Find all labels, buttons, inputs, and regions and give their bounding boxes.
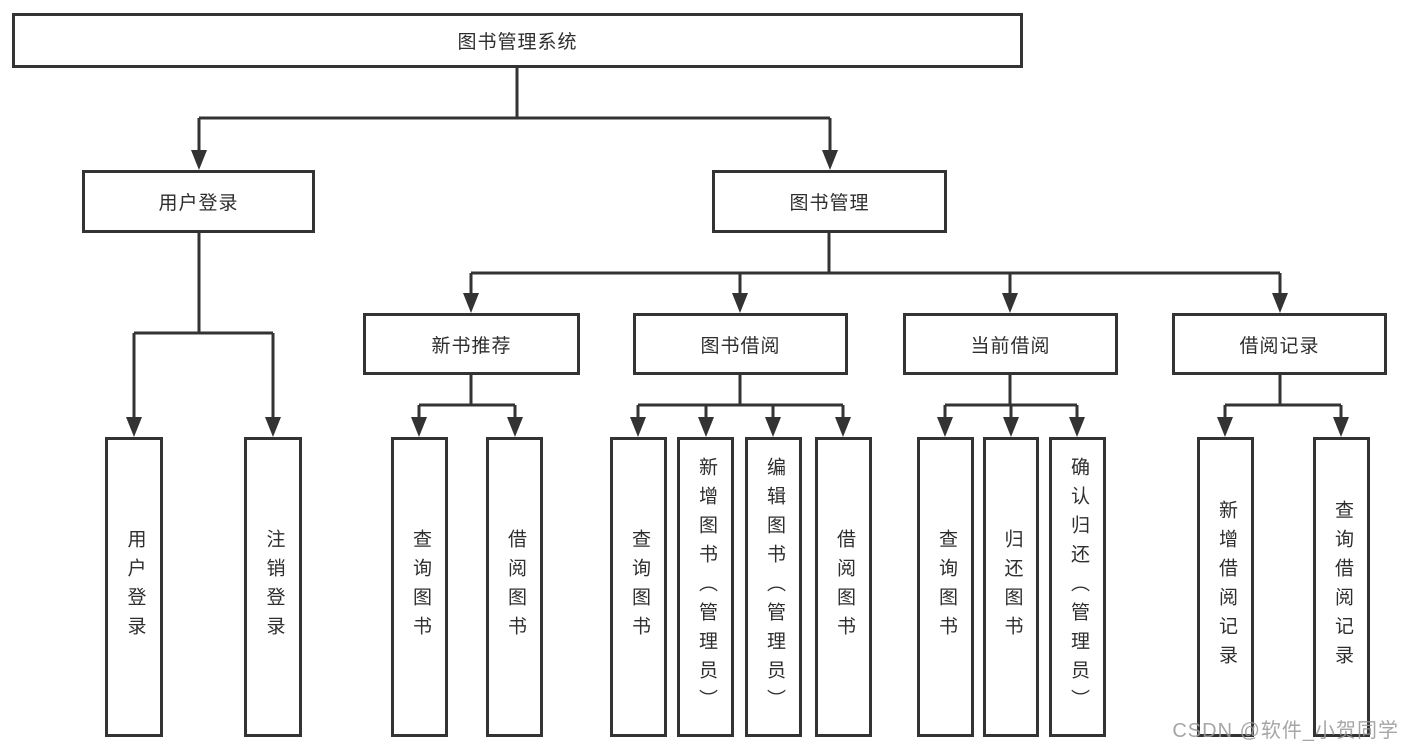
arrowhead-icon [411, 417, 427, 437]
node-current-borrow-label: 当前借阅 [970, 335, 1051, 357]
arrowhead-icon [822, 150, 838, 170]
leaf-newbook-query: 查询图书 [391, 437, 448, 737]
node-book-borrow: 图书借阅 [633, 313, 848, 375]
node-root: 图书管理系统 [12, 13, 1023, 68]
leaf-user-login-label: 用户登录 [124, 529, 146, 645]
arrowhead-icon [1003, 417, 1019, 437]
leaf-current-query-book: 查询图书 [917, 437, 974, 737]
arrowhead-icon [1272, 293, 1288, 313]
watermark: CSDN @软件_小贺同学 [1172, 720, 1399, 742]
arrowhead-icon [265, 417, 281, 437]
leaf-borrow-book: 借阅图书 [815, 437, 872, 737]
node-borrow-records-label: 借阅记录 [1239, 335, 1320, 357]
leaf-confirm-return-admin-label: 确认归还（管理员） [1067, 456, 1089, 718]
arrowhead-icon [630, 417, 646, 437]
arrowhead-icon [732, 293, 748, 313]
arrowhead-icon [1002, 293, 1018, 313]
leaf-newbook-borrow: 借阅图书 [486, 437, 543, 737]
connector-lines [132, 68, 1343, 420]
leaf-borrow-query-book-label: 查询图书 [628, 529, 650, 645]
node-book-management-label: 图书管理 [789, 193, 870, 214]
arrowhead-icon [126, 417, 142, 437]
node-new-book-recommend: 新书推荐 [363, 313, 580, 375]
arrowhead-icon [1217, 417, 1233, 437]
node-root-label: 图书管理系统 [457, 32, 578, 53]
leaf-logout-label: 注销登录 [263, 529, 285, 645]
leaf-add-book-admin-label: 新增图书（管理员） [695, 456, 717, 718]
leaf-return-book-label: 归还图书 [1001, 529, 1023, 645]
leaf-newbook-borrow-label: 借阅图书 [504, 529, 526, 645]
leaf-edit-book-admin: 编辑图书（管理员） [745, 437, 802, 737]
arrowhead-icon [507, 417, 523, 437]
leaf-add-book-admin: 新增图书（管理员） [677, 437, 734, 737]
leaf-query-borrow-record: 查询借阅记录 [1313, 437, 1370, 737]
leaf-borrow-book-label: 借阅图书 [833, 529, 855, 645]
arrowhead-icon [1069, 417, 1085, 437]
node-book-management: 图书管理 [712, 170, 947, 233]
arrowhead-icon [835, 417, 851, 437]
leaf-current-query-book-label: 查询图书 [935, 529, 957, 645]
node-book-borrow-label: 图书借阅 [700, 335, 781, 357]
leaf-edit-book-admin-label: 编辑图书（管理员） [763, 456, 785, 718]
arrowhead-icon [937, 417, 953, 437]
leaf-query-borrow-record-label: 查询借阅记录 [1331, 500, 1353, 674]
leaf-add-borrow-record-label: 新增借阅记录 [1215, 500, 1237, 674]
node-borrow-records: 借阅记录 [1172, 313, 1387, 375]
leaf-return-book: 归还图书 [983, 437, 1039, 737]
node-current-borrow: 当前借阅 [903, 313, 1118, 375]
node-user-login-label: 用户登录 [158, 193, 239, 214]
arrowhead-icon [765, 417, 781, 437]
arrowhead-icon [1333, 417, 1349, 437]
arrowhead-icon [191, 150, 207, 170]
leaf-user-login: 用户登录 [105, 437, 163, 737]
node-new-book-recommend-label: 新书推荐 [431, 335, 512, 357]
leaf-add-borrow-record: 新增借阅记录 [1197, 437, 1254, 737]
arrowhead-icon [698, 417, 714, 437]
arrowhead-icon [463, 293, 479, 313]
leaf-confirm-return-admin: 确认归还（管理员） [1049, 437, 1106, 737]
leaf-newbook-query-label: 查询图书 [409, 529, 431, 645]
arrowheads [126, 150, 1349, 437]
leaf-borrow-query-book: 查询图书 [610, 437, 667, 737]
leaf-logout: 注销登录 [244, 437, 302, 737]
node-user-login: 用户登录 [82, 170, 315, 233]
